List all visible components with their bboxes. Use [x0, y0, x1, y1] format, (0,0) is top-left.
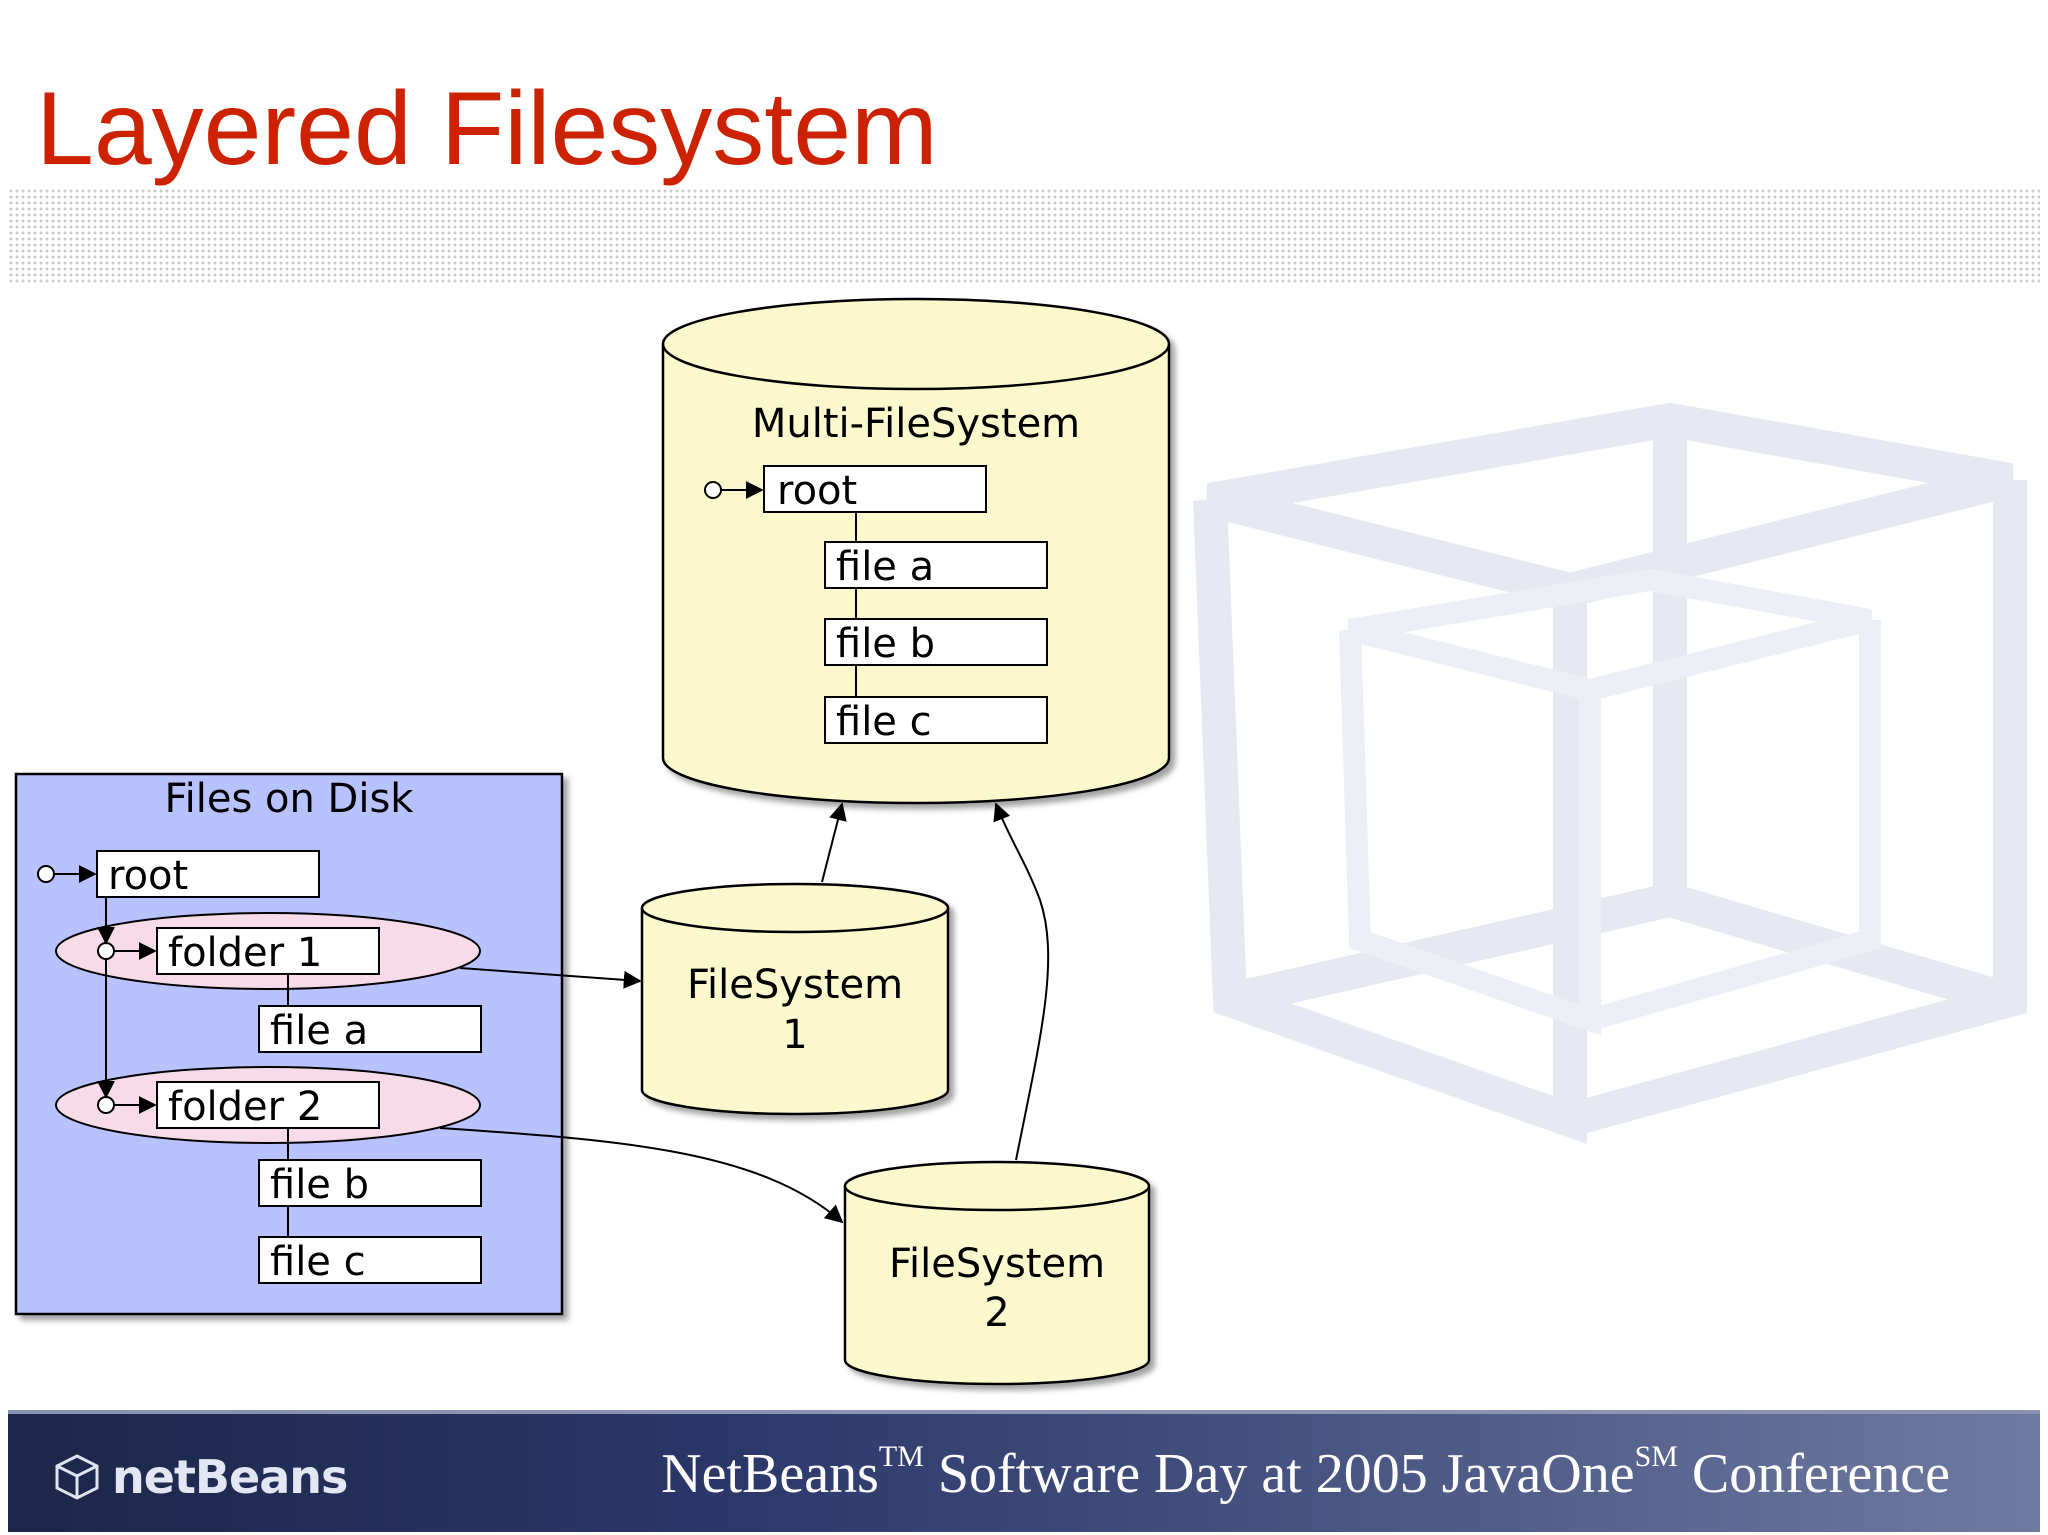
event-caption: NetBeansTM Software Day at 2005 JavaOneS… — [661, 1440, 1950, 1505]
disk-folder1-file-a: file a — [258, 1005, 482, 1054]
netbeans-logo-text: netBeans — [112, 1450, 348, 1504]
fs2-to-multifs-arrow — [993, 802, 1050, 1161]
disk-folder2-node: folder 2 — [97, 1081, 380, 1130]
filesystem2-number: 2 — [984, 1290, 1009, 1336]
filesystem1-label: FileSystem — [687, 962, 903, 1008]
multi-filesystem-label: Multi-FileSystem — [752, 401, 1080, 447]
svg-text:file b: file b — [270, 1162, 369, 1208]
disk-folder2-file-b: file b — [258, 1159, 482, 1208]
background-cube-watermark — [1193, 402, 2027, 1145]
files-on-disk-label: Files on Disk — [165, 776, 415, 822]
filesystem2-cylinder — [843, 1160, 1151, 1386]
svg-text:file a: file a — [836, 544, 934, 590]
multi-fs-file-b: file b — [824, 618, 1048, 667]
filesystem1-number: 1 — [782, 1012, 807, 1058]
multi-fs-root-node: root — [704, 465, 987, 514]
disk-folder1-node: folder 1 — [97, 927, 380, 976]
disk-folder2-file-c: file c — [258, 1236, 482, 1285]
slide-footer: netBeans NetBeansTM Software Day at 2005… — [8, 1410, 2040, 1532]
filesystem2-label: FileSystem — [889, 1241, 1105, 1287]
svg-text:file b: file b — [836, 621, 935, 667]
netbeans-logo: netBeans — [52, 1450, 348, 1504]
disk-root-node: root — [37, 850, 320, 899]
folder2-to-fs2-arrow — [439, 1127, 844, 1224]
fs1-to-multifs-arrow — [821, 802, 847, 883]
svg-text:file c: file c — [836, 699, 932, 745]
svg-text:file c: file c — [270, 1239, 366, 1285]
multi-fs-file-a: file a — [824, 541, 1048, 590]
multi-fs-root-label: root — [777, 468, 857, 514]
svg-text:root: root — [108, 853, 188, 899]
slide-title: Layered Filesystem — [36, 71, 938, 187]
svg-text:folder 1: folder 1 — [168, 930, 322, 976]
svg-text:folder 2: folder 2 — [168, 1084, 322, 1130]
folder1-to-fs1-arrow — [459, 967, 642, 989]
netbeans-cube-icon — [55, 1454, 99, 1500]
filesystem1-cylinder — [640, 882, 950, 1116]
svg-text:file a: file a — [270, 1008, 368, 1054]
dotted-divider-band — [8, 188, 2040, 284]
multi-fs-file-c: file c — [824, 696, 1048, 745]
